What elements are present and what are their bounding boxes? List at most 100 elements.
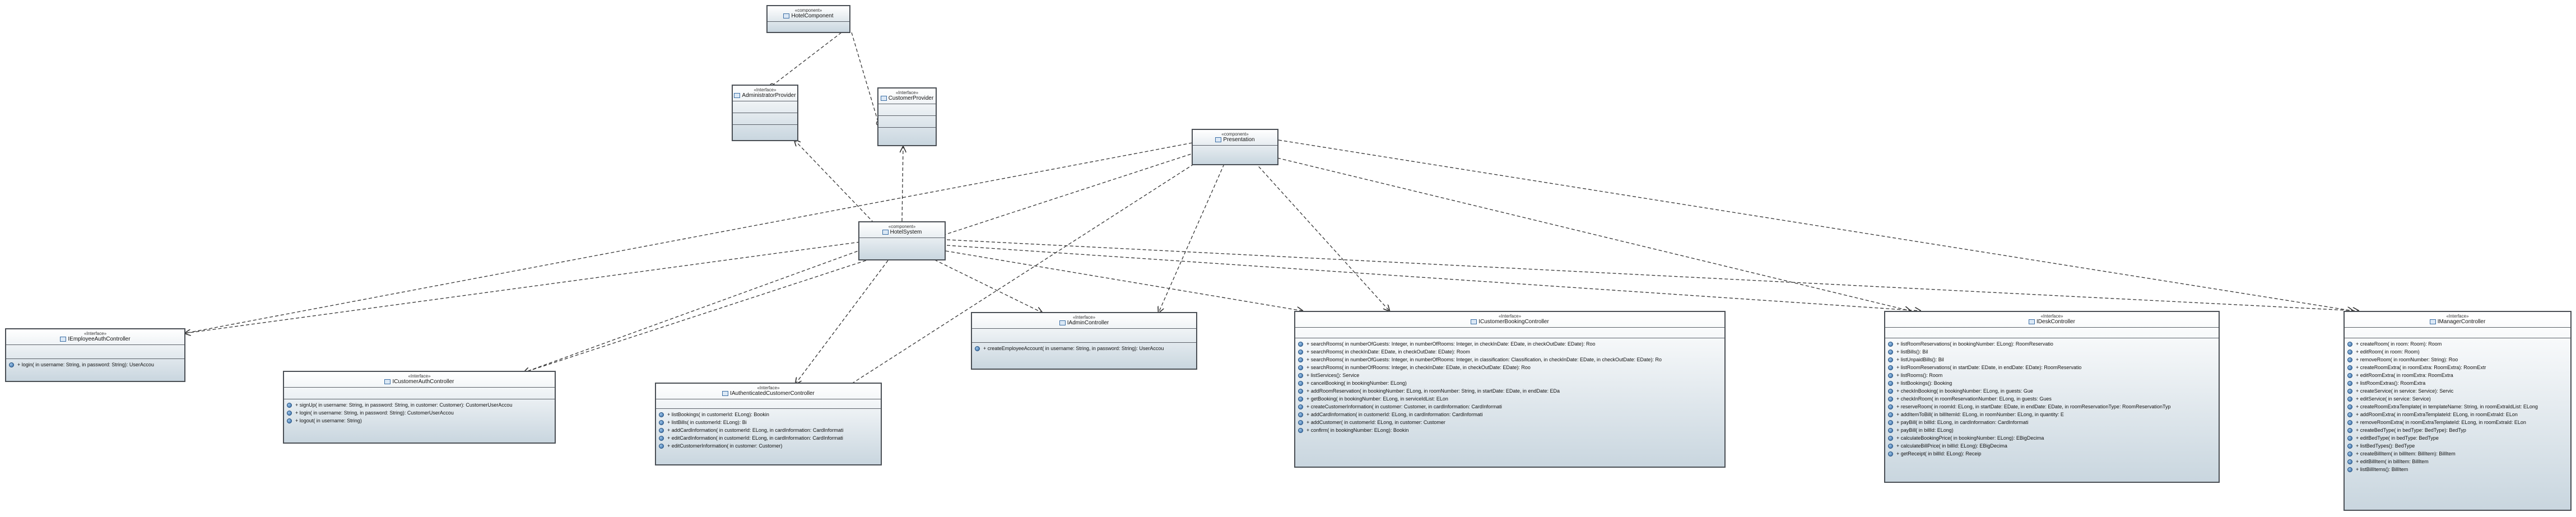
operation-icon xyxy=(1888,389,1893,394)
interface-customerprovider[interactable]: «Interface» CustomerProvider xyxy=(877,87,937,146)
interface-icon xyxy=(2029,319,2035,324)
operation-icon xyxy=(2347,420,2352,426)
operation-row: + checkInBooking( in bookingNumber: ELon… xyxy=(1888,387,2216,395)
interface-customerauthcontroller[interactable]: «Interface» ICustomerAuthController + si… xyxy=(283,371,556,444)
operation-row: + listBillItems(): BillItem xyxy=(2347,465,2568,473)
attributes-section xyxy=(656,399,881,409)
stereotype-label: «Interface» xyxy=(1072,315,1096,320)
interface-name: IAdminController xyxy=(1067,320,1109,326)
interface-name: IAuthenticatedCustomerController xyxy=(730,390,815,397)
edge-presentation-admin xyxy=(1159,164,1225,313)
operation-signature: + listBookings( in customerId: ELong): B… xyxy=(667,412,769,417)
edge-hotelsystem-authcustomer xyxy=(796,260,889,384)
operation-icon xyxy=(2347,451,2352,457)
operation-icon xyxy=(2347,444,2352,449)
stereotype-label: «Interface» xyxy=(757,385,780,390)
operation-icon xyxy=(1888,381,1893,386)
operation-icon xyxy=(1298,420,1303,426)
operation-row: + createRoom( in room: Room): Room xyxy=(2347,340,2568,348)
operation-row: + addCardInformation( in customerId: ELo… xyxy=(1298,411,1722,418)
operation-signature: + getBooking( in bookingNumber: ELong, i… xyxy=(1306,396,1448,402)
operation-row: + calculateBillPrice( in billId: ELong):… xyxy=(1888,442,2216,450)
component-name: HotelComponent xyxy=(791,13,834,19)
operation-icon xyxy=(1298,350,1303,355)
operation-row: + addRoomReservation( in bookingNumber: … xyxy=(1298,387,1722,395)
component-hotelsystem[interactable]: «component» HotelSystem xyxy=(858,221,946,260)
operation-signature: + editCustomerInformation( in customer: … xyxy=(667,443,783,449)
operation-icon xyxy=(1298,397,1303,402)
operation-row: + calculateBookingPrice( in bookingNumbe… xyxy=(1888,434,2216,442)
operations-section xyxy=(733,113,797,125)
operation-icon xyxy=(2347,467,2352,473)
operation-signature: + listBedTypes(): BedType xyxy=(2356,443,2415,449)
operation-row: + removeRoom( in roomNumber: String): Ro… xyxy=(2347,356,2568,364)
interface-icon xyxy=(2429,319,2436,324)
operation-icon xyxy=(1298,404,1303,410)
operation-signature: + calculateBookingPrice( in bookingNumbe… xyxy=(1896,435,2044,441)
interface-deskcontroller[interactable]: «Interface» IDeskController + listRoomRe… xyxy=(1884,311,2220,483)
operation-row: + listBills( in customerId: ELong): Bi xyxy=(659,418,878,426)
operation-row: + createRoomExtraTemplate( in templateNa… xyxy=(2347,403,2568,411)
operation-signature: + searchRooms( in checkInDate: EDate, in… xyxy=(1306,349,1470,355)
interface-admincontroller[interactable]: «Interface» IAdminController + createEmp… xyxy=(971,312,1197,370)
operation-row: + listRoomReservations( in bookingNumber… xyxy=(1888,340,2216,348)
operation-row: + checkInRoom( in roomReservationNumber:… xyxy=(1888,395,2216,403)
operation-signature: + listUnpaidBills(): Bil xyxy=(1896,357,1944,362)
operation-signature: + listBills(): Bil xyxy=(1896,349,1928,355)
interface-icon xyxy=(1471,319,1477,324)
operation-signature: + addItemToBill( in billItemId: ELong, i… xyxy=(1896,412,2064,417)
interface-employeeauthcontroller[interactable]: «Interface» IEmployeeAuthController + lo… xyxy=(5,328,185,382)
operation-signature: + payBill( in billId: ELong) xyxy=(1896,427,1954,433)
operation-row: + addRoomExtra( in roomExtraTemplateId: … xyxy=(2347,411,2568,418)
operation-signature: + payBill( in billId: ELong, in cardInfo… xyxy=(1896,420,2029,425)
interface-administratorprovider[interactable]: «Interface» AdministratorProvider xyxy=(732,85,798,141)
operation-icon xyxy=(1298,342,1303,347)
operation-signature: + editCardInformation( in customerId: EL… xyxy=(667,435,843,441)
component-name: Presentation xyxy=(1223,137,1255,143)
interface-icon xyxy=(384,379,391,384)
interface-name: ICustomerBookingController xyxy=(1478,319,1549,325)
operation-signature: + searchRooms( in numberOfRooms: Integer… xyxy=(1306,365,1531,370)
operation-signature: + editRoom( in room: Room) xyxy=(2356,349,2420,355)
operation-row: + addCustomer( in customerId: ELong, in … xyxy=(1298,418,1722,426)
operation-row: + login( in username: String, in passwor… xyxy=(9,361,182,369)
operations-list: + login( in username: String, in passwor… xyxy=(6,359,184,370)
operation-signature: + signUp( in username: String, in passwo… xyxy=(295,402,513,408)
edge-presentation-desk xyxy=(1277,157,1910,311)
interface-name: IManagerController xyxy=(2437,319,2486,325)
operation-row: + editService( in service: Service) xyxy=(2347,395,2568,403)
interface-name: CustomerProvider xyxy=(888,95,934,101)
operation-signature: + listRoomReservations( in bookingNumber… xyxy=(1896,341,2053,347)
component-icon xyxy=(882,229,889,235)
edge-hotelsystem-adminprovider xyxy=(794,140,875,223)
edge-hotelsystem-desk xyxy=(946,245,1921,311)
attributes-section xyxy=(878,104,936,116)
operation-signature: + login( in username: String, in passwor… xyxy=(295,410,454,416)
edge-presentation-employeeauth xyxy=(184,142,1193,334)
operation-icon xyxy=(1888,404,1893,410)
component-hotelcomponent[interactable]: «component» HotelComponent xyxy=(766,5,850,33)
operation-icon xyxy=(2347,357,2352,363)
attributes-section xyxy=(1295,328,1724,338)
operation-signature: + createBedType( in bedType: BedType): B… xyxy=(2356,427,2466,433)
operation-signature: + searchRooms( in numberOfGuests: Intege… xyxy=(1306,357,1662,362)
operations-list: + signUp( in username: String, in passwo… xyxy=(284,399,555,426)
stereotype-label: «Interface» xyxy=(1498,314,1522,319)
interface-authenticatedcustomercontroller[interactable]: «Interface» IAuthenticatedCustomerContro… xyxy=(655,383,882,465)
operation-signature: + listBillItems(): BillItem xyxy=(2356,467,2408,472)
operation-row: + searchRooms( in numberOfGuests: Intege… xyxy=(1298,340,1722,348)
interface-managercontroller[interactable]: «Interface» IManagerController + createR… xyxy=(2343,311,2572,511)
edge-hotelcomponent-adminprovider xyxy=(769,32,842,89)
operation-row: + signUp( in username: String, in passwo… xyxy=(287,401,552,409)
operation-icon xyxy=(2347,404,2352,410)
operation-icon xyxy=(1888,428,1893,434)
interface-customerbookingcontroller[interactable]: «Interface» ICustomerBookingController +… xyxy=(1294,311,1726,468)
operation-icon xyxy=(659,412,664,418)
operation-row: + reserveRoom( in roomId: ELong, in star… xyxy=(1888,403,2216,411)
operation-signature: + confirm( in bookingNumber: ELong): Boo… xyxy=(1306,427,1409,433)
component-presentation[interactable]: «component» Presentation xyxy=(1192,129,1278,165)
edge-hotelsystem-customerprovider xyxy=(902,147,903,222)
operation-row: + addItemToBill( in billItemId: ELong, i… xyxy=(1888,411,2216,418)
stereotype-label: «component» xyxy=(1221,132,1249,137)
attributes-section xyxy=(1885,328,2219,338)
